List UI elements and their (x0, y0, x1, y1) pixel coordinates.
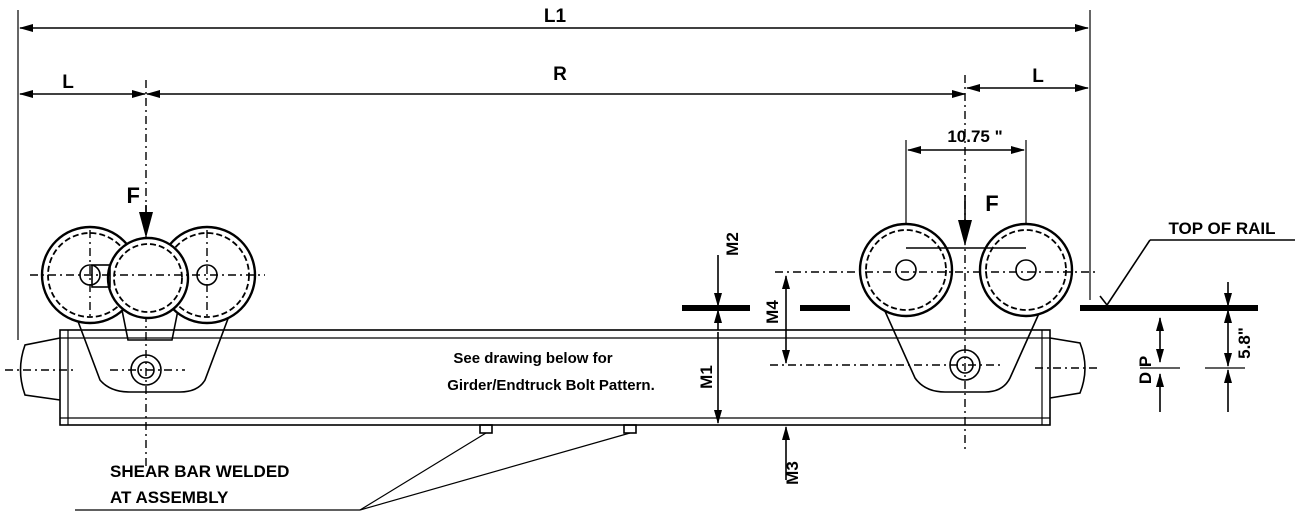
dimension-rail-height: 5.8" (1205, 282, 1254, 412)
m1-label: M1 (697, 365, 716, 389)
dimension-l1: L1 (17, 6, 1091, 340)
dimension-m3-m4: M4 M3 (763, 275, 850, 485)
endtruck-body (5, 329, 1100, 434)
shear-bar-callout: SHEAR BAR WELDED AT ASSEMBLY (75, 432, 631, 511)
dimension-m1-m2: M2 M1 (682, 232, 750, 424)
load-arrow-right: F (958, 191, 999, 246)
top-of-rail-label: TOP OF RAIL (1168, 219, 1275, 238)
r-label: R (553, 64, 567, 85)
rail-height-label: 5.8" (1235, 327, 1254, 359)
load-left-label: F (127, 183, 140, 208)
shear-bar-line-2: AT ASSEMBLY (110, 488, 229, 507)
dp-label: D P (1136, 356, 1155, 384)
l-left-label: L (62, 72, 74, 93)
m2-label: M2 (723, 232, 742, 256)
note-line-1: See drawing below for (453, 350, 612, 367)
shear-bar-line-1: SHEAR BAR WELDED (110, 462, 289, 481)
left-wheel-assembly (30, 225, 265, 393)
right-wheel-assembly (770, 222, 1095, 393)
l-right-label: L (1032, 66, 1044, 87)
l1-label: L1 (544, 6, 567, 27)
top-of-rail: TOP OF RAIL (1080, 219, 1295, 311)
dimension-chain: L R L (19, 64, 1089, 98)
dimension-dp: D P (1136, 317, 1180, 412)
load-right-label: F (985, 191, 998, 216)
m3-label: M3 (783, 461, 802, 485)
wheel-spacing-label: 10.75 " (947, 127, 1002, 146)
load-arrow-left: F (127, 183, 153, 238)
note-line-2: Girder/Endtruck Bolt Pattern. (447, 377, 655, 394)
m4-label: M4 (763, 300, 782, 324)
